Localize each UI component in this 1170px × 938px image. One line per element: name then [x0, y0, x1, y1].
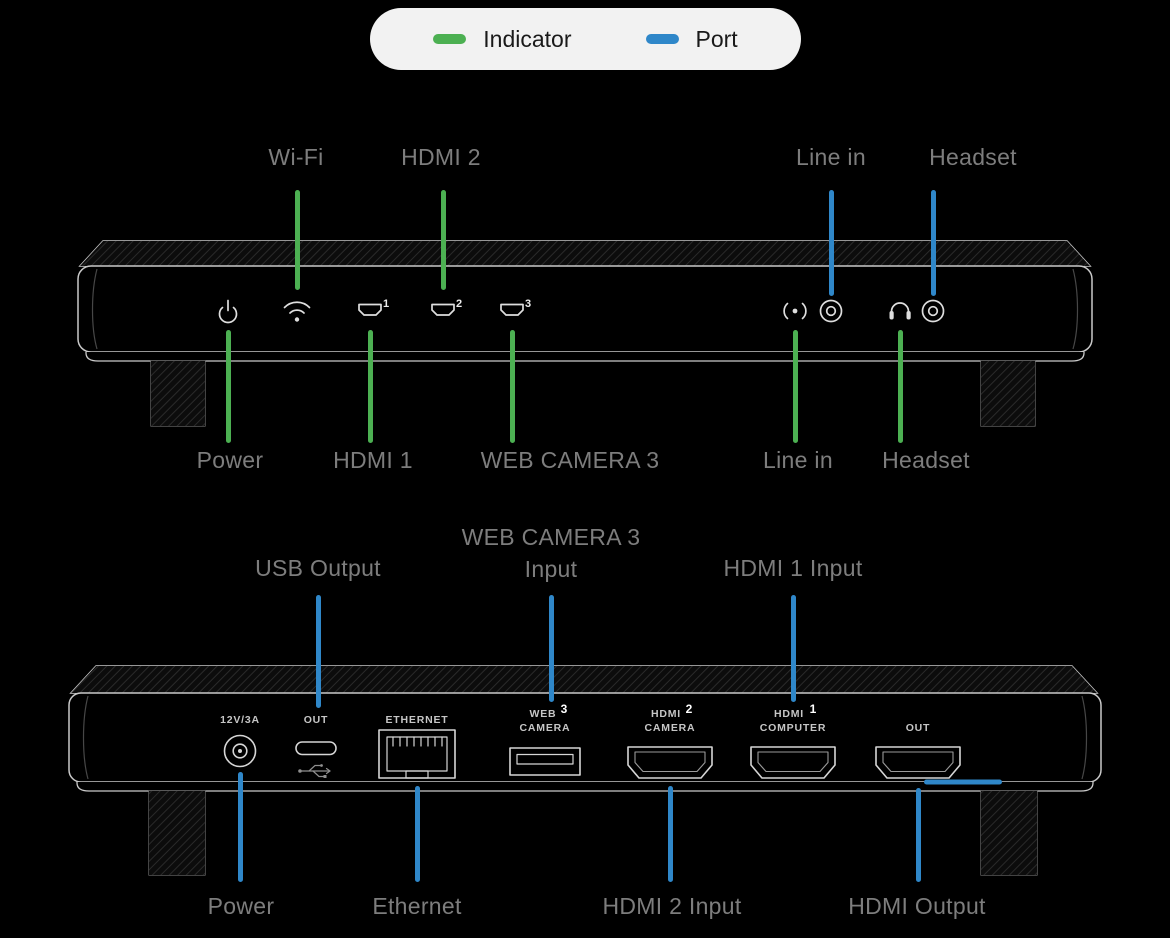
hdmi-2-number: 2 — [456, 298, 462, 310]
front-feet — [150, 360, 1036, 427]
legend-item-port: Port — [645, 25, 738, 53]
power-icon — [218, 299, 238, 324]
line-in-jack — [819, 299, 843, 323]
indicator-swatch-icon — [433, 34, 467, 44]
rear-bottom-lip — [76, 782, 1094, 792]
power-jack-port — [223, 734, 257, 768]
front-label-web-camera: WEB CAMERA 3 — [480, 447, 660, 473]
rear-label-power: Power — [207, 893, 275, 919]
front-label-line-in-bottom: Line in — [763, 447, 833, 473]
hdmi-camera-label-line1: HDMI — [651, 708, 681, 720]
hdmi-output-callout-line — [915, 788, 921, 882]
hdmi-camera-label-line2: CAMERA — [645, 722, 696, 734]
front-label-line-in-top: Line in — [796, 144, 866, 170]
web-camera-label-number: 3 — [561, 702, 568, 716]
legend-port-label: Port — [695, 25, 738, 52]
hdmi-computer-label-line2: COMPUTER — [760, 722, 826, 734]
wifi-icon — [283, 301, 311, 322]
rear-label-hdmi2-input: HDMI 2 Input — [602, 893, 742, 919]
headset-jack — [921, 299, 945, 323]
usb-c-port — [295, 741, 337, 756]
web-camera-number: 3 — [525, 298, 531, 310]
hdmi-computer-label-number: 1 — [810, 702, 817, 716]
line-in-icon — [783, 302, 807, 320]
legend-item-indicator: Indicator — [433, 25, 572, 53]
web-camera-label-line2: CAMERA — [520, 722, 571, 734]
ethernet-port — [378, 729, 456, 779]
hdmi-out-label: OUT — [906, 722, 931, 734]
ethernet-label: ETHERNET — [386, 714, 449, 726]
rear-feet — [148, 790, 1038, 876]
rear-power-callout-line — [237, 772, 243, 882]
hdmi-2-icon: 2 — [431, 298, 462, 316]
web-camera-input-callout-line — [548, 595, 554, 702]
line-in-indicator-line — [792, 330, 798, 443]
hdmi1-input-callout-line — [790, 595, 796, 702]
headset-port-callout-line — [930, 190, 936, 296]
rear-face — [68, 692, 1102, 783]
web-camera-label-line1: WEB — [530, 708, 557, 720]
hdmi-computer-label-line1: HDMI — [774, 708, 804, 720]
line-in-port-callout-line — [828, 190, 834, 296]
rear-label-web-camera-input: Input — [524, 556, 578, 582]
hdmi-camera-port — [627, 746, 713, 779]
hdmi-out-port — [875, 746, 961, 779]
usb-symbol-icon — [298, 764, 331, 778]
front-label-wifi: Wi-Fi — [268, 144, 324, 170]
hdmi2-callout-line — [440, 190, 446, 290]
web-camera-indicator-line — [509, 330, 515, 443]
rear-label-hdmi-output: HDMI Output — [848, 893, 986, 919]
legend: Indicator Port — [370, 8, 801, 70]
rear-label-web-camera: WEB CAMERA 3 — [461, 524, 641, 550]
web-camera-usb-port — [509, 747, 581, 776]
rear-label-ethernet: Ethernet — [372, 893, 462, 919]
rear-label-hdmi1-input: HDMI 1 Input — [723, 555, 863, 581]
power-jack-label: 12V/3A — [220, 714, 260, 726]
front-icons: 1 2 3 — [218, 298, 945, 324]
hdmi1-indicator-line — [367, 330, 373, 443]
front-bottom-lip — [85, 352, 1085, 362]
ethernet-callout-line — [414, 786, 420, 882]
legend-indicator-label: Indicator — [483, 25, 572, 52]
power-indicator-line — [225, 330, 231, 443]
usb-out-label: OUT — [304, 714, 329, 726]
hdmi-1-icon: 1 — [358, 298, 389, 316]
hdmi-computer-port — [750, 746, 836, 779]
headset-indicator-line — [897, 330, 903, 443]
front-label-power: Power — [196, 447, 264, 473]
rear-port-labels: 12V/3A OUT ETHERNET WEB 3 CAMERA HDMI 2 … — [220, 702, 931, 734]
front-label-hdmi2: HDMI 2 — [401, 144, 481, 170]
hdmi-output-highlight — [924, 779, 1002, 785]
hdmi-1-number: 1 — [383, 298, 389, 310]
front-label-headset-top: Headset — [929, 144, 1017, 170]
headset-icon — [889, 302, 911, 320]
port-swatch-icon — [645, 34, 679, 44]
wifi-callout-line — [294, 190, 300, 290]
hdmi-camera-label-number: 2 — [686, 702, 693, 716]
front-label-headset-bottom: Headset — [882, 447, 970, 473]
rear-ports — [223, 729, 1002, 785]
front-device-art: 1 2 3 — [77, 240, 1093, 427]
rear-device-art: 12V/3A OUT ETHERNET WEB 3 CAMERA HDMI 2 … — [68, 665, 1102, 876]
usb-output-callout-line — [315, 595, 321, 708]
hdmi2-input-callout-line — [667, 786, 673, 882]
web-camera-icon: 3 — [500, 298, 531, 316]
front-label-hdmi1: HDMI 1 — [333, 447, 413, 473]
rear-label-usb-output: USB Output — [255, 555, 381, 581]
